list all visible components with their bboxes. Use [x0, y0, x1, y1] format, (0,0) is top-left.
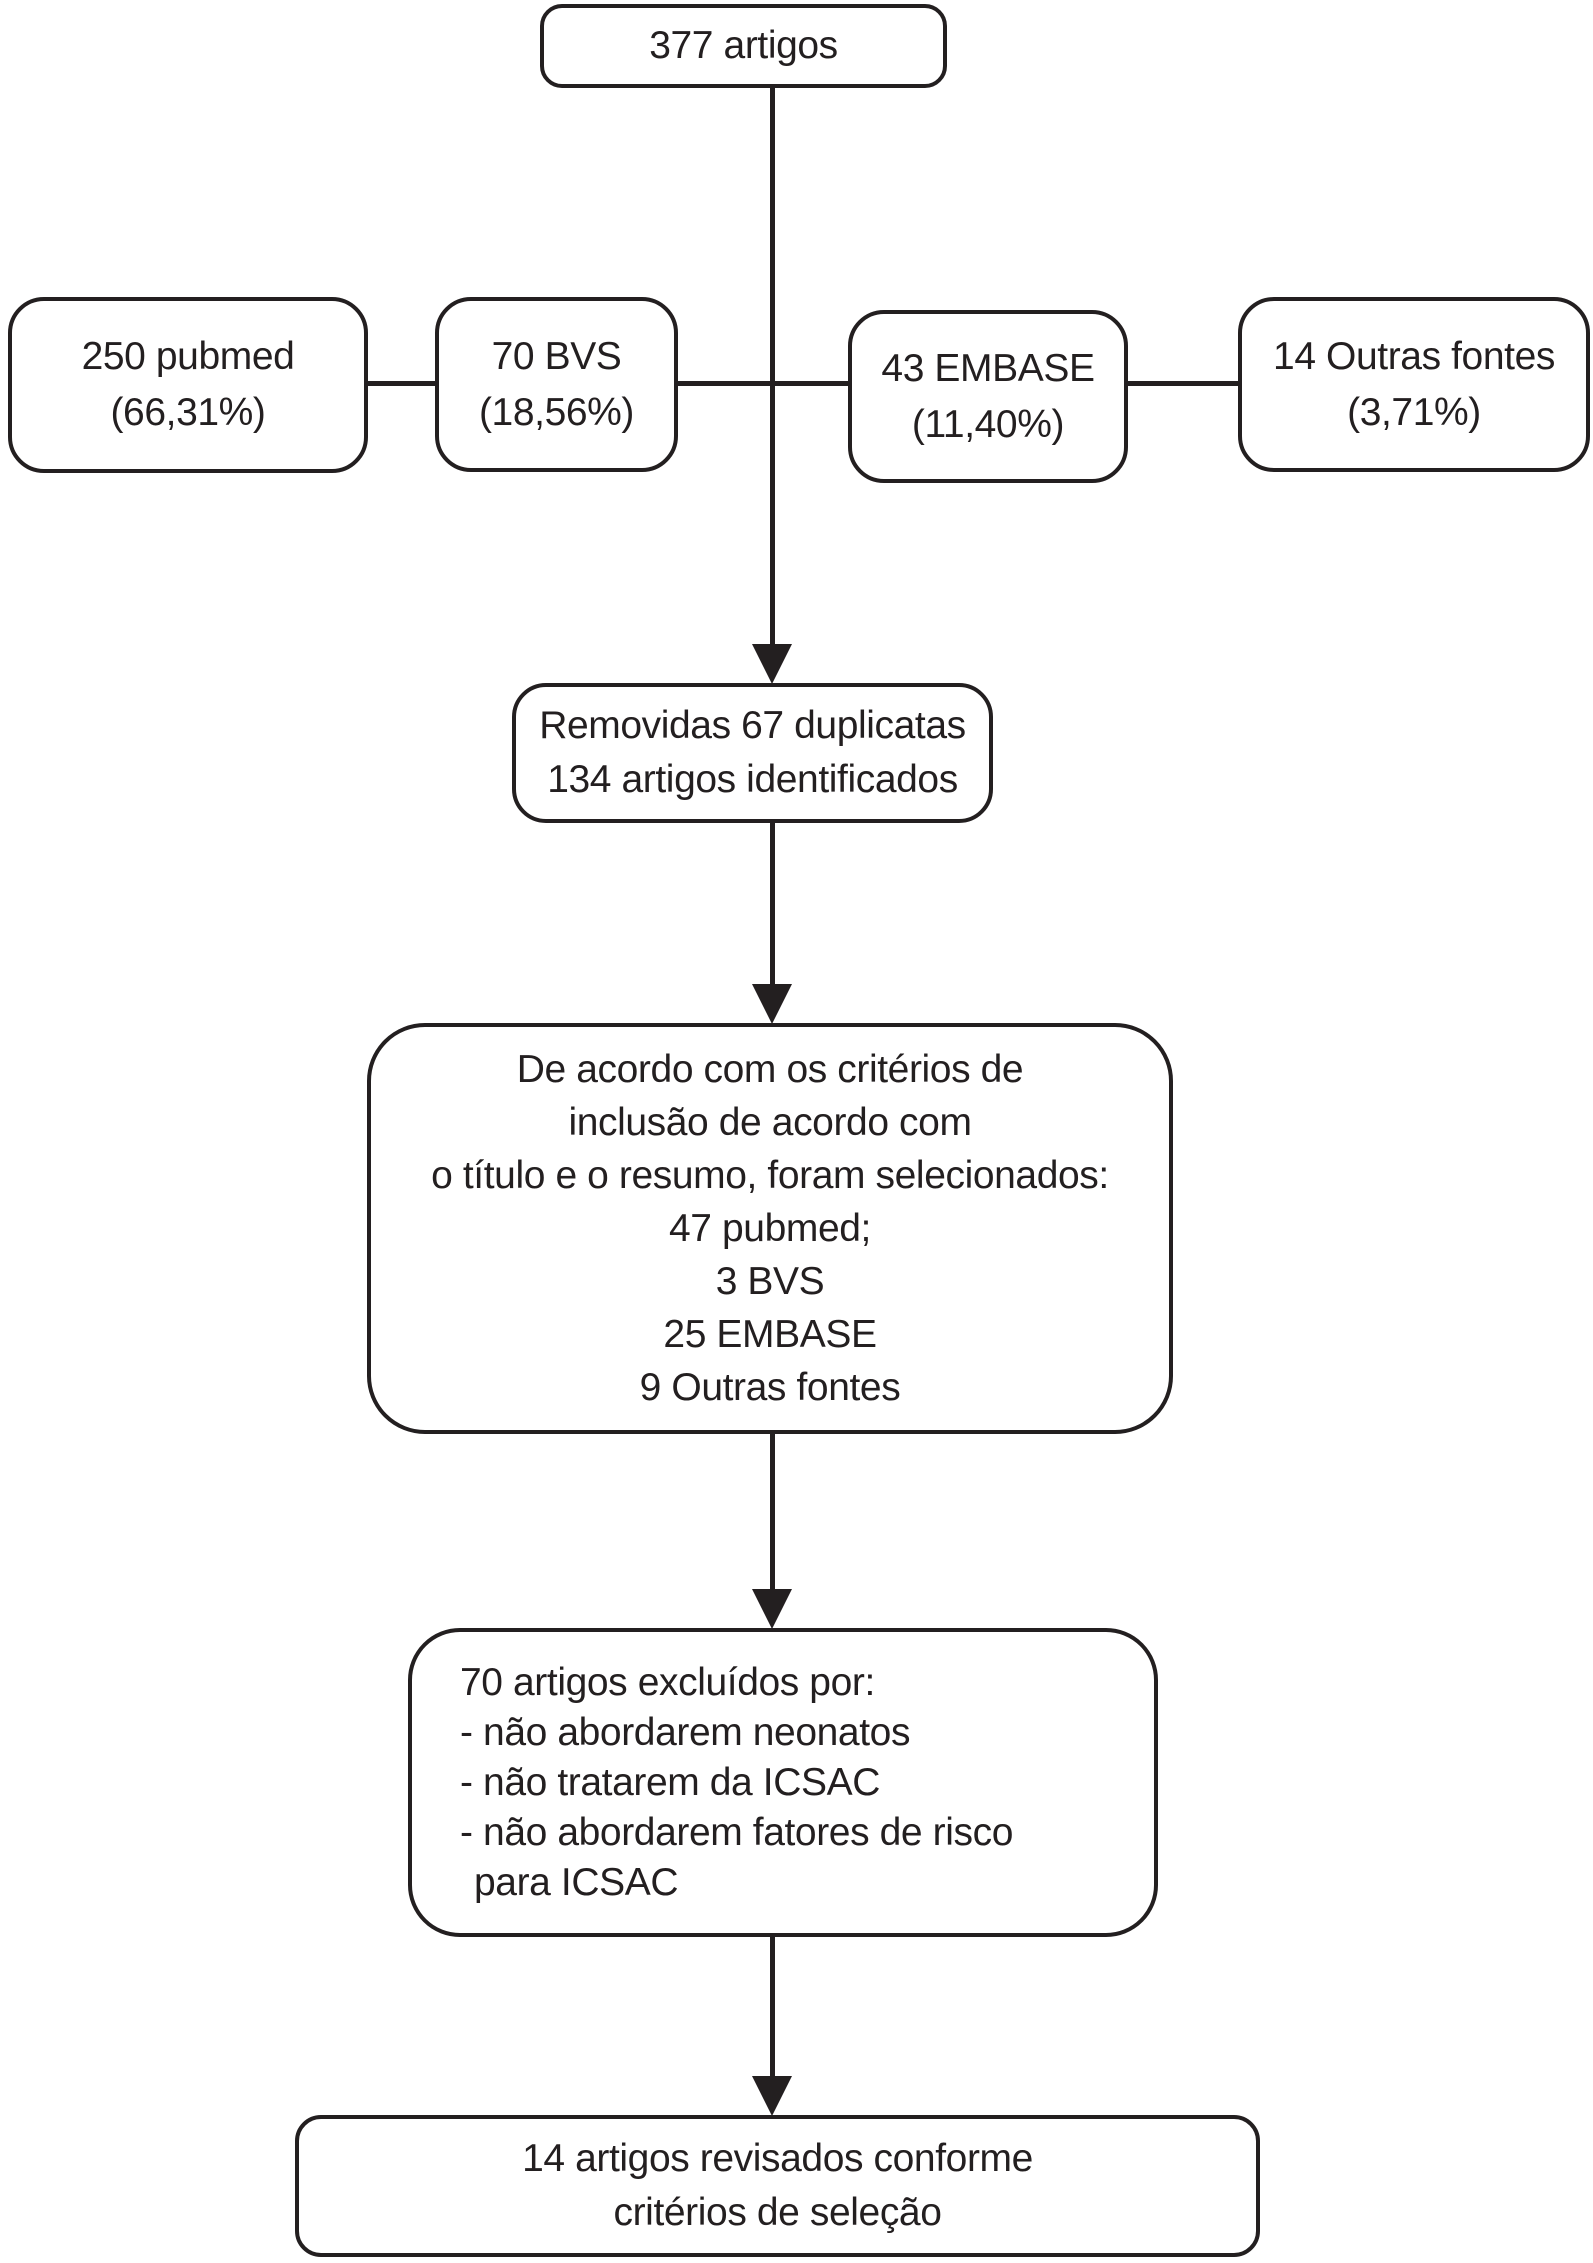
exclusion-line: - não abordarem fatores de risco [460, 1810, 1013, 1854]
inclusion-line: 47 pubmed; [669, 1207, 871, 1250]
box-final-review: 14 artigos revisados conforme critérios … [295, 2115, 1260, 2257]
dedup-line: Removidas 67 duplicatas [539, 704, 966, 747]
connector-sources-left [366, 381, 437, 386]
arrow-down-icon [752, 984, 792, 1024]
box-source-embase: 43 EMBASE (11,40%) [848, 310, 1128, 483]
source-percent: (3,71%) [1347, 390, 1481, 434]
final-line: critérios de seleção [613, 2191, 942, 2234]
source-name: 70 BVS [491, 334, 622, 378]
total-label: 377 artigos [649, 24, 838, 67]
exclusion-line: 70 artigos excluídos por: [460, 1660, 875, 1704]
box-exclusion-reasons: 70 artigos excluídos por: - não abordare… [408, 1628, 1158, 1937]
source-percent: (66,31%) [110, 391, 266, 434]
dedup-line: 134 artigos identificados [547, 758, 958, 801]
box-source-other: 14 Outras fontes (3,71%) [1238, 297, 1590, 472]
inclusion-line: inclusão de acordo com [568, 1101, 972, 1144]
source-percent: (18,56%) [478, 390, 635, 434]
source-name: 250 pubmed [81, 335, 295, 378]
connector-spine-1 [770, 88, 775, 648]
source-name: 14 Outras fontes [1273, 334, 1555, 378]
arrow-down-icon [752, 644, 792, 684]
exclusion-line: para ICSAC [474, 1860, 679, 1904]
box-inclusion-criteria: De acordo com os critérios de inclusão d… [367, 1023, 1173, 1434]
arrow-down-icon [752, 1589, 792, 1629]
box-total-articles: 377 artigos [540, 4, 947, 88]
box-source-bvs: 70 BVS (18,56%) [435, 297, 678, 472]
exclusion-line: - não abordarem neonatos [460, 1710, 911, 1754]
connector-spine-3 [770, 1434, 775, 1592]
final-line: 14 artigos revisados conforme [522, 2137, 1033, 2180]
box-duplicates-removed: Removidas 67 duplicatas 134 artigos iden… [512, 683, 993, 823]
inclusion-line: 3 BVS [715, 1260, 825, 1303]
exclusion-line: - não tratarem da ICSAC [460, 1760, 880, 1804]
connector-sources-middle [676, 381, 850, 386]
source-percent: (11,40%) [911, 402, 1065, 446]
arrow-down-icon [752, 2076, 792, 2116]
connector-sources-right [1126, 381, 1240, 386]
inclusion-line: o título e o resumo, foram selecionados: [431, 1154, 1109, 1197]
source-name: 43 EMBASE [881, 346, 1095, 390]
connector-spine-4 [770, 1937, 775, 2079]
inclusion-line: De acordo com os critérios de [516, 1048, 1024, 1091]
box-source-pubmed: 250 pubmed (66,31%) [8, 297, 368, 473]
connector-spine-2 [770, 823, 775, 991]
inclusion-line: 9 Outras fontes [639, 1366, 901, 1409]
inclusion-line: 25 EMBASE [663, 1313, 877, 1356]
